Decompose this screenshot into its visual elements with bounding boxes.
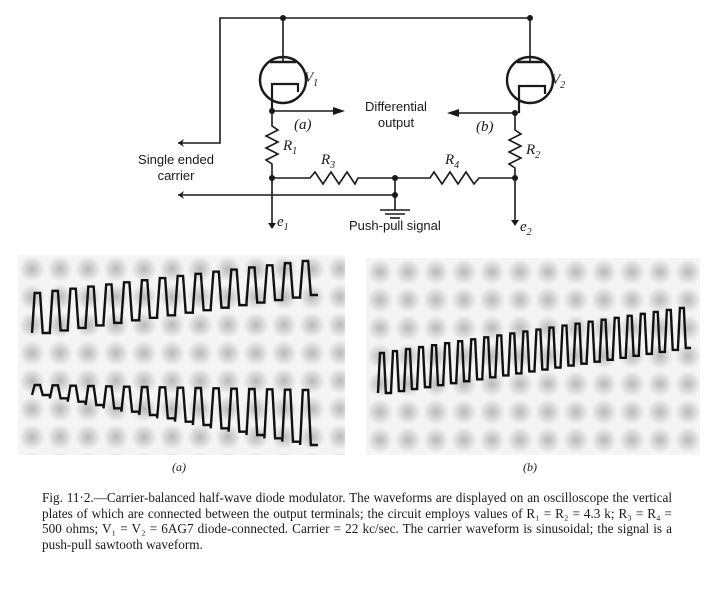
label-r1: R1 — [283, 138, 297, 157]
label-r3-sub: 3 — [330, 160, 336, 171]
label-e2-text: e — [520, 219, 527, 235]
label-e2: e2 — [520, 219, 532, 238]
label-r3-text: R — [321, 152, 331, 168]
label-r4-sub: 4 — [454, 160, 460, 171]
label-v2-text: V — [551, 72, 561, 88]
label-v1-sub: 1 — [313, 78, 319, 89]
oscillogram-b — [366, 258, 700, 455]
label-v2-sub: 2 — [560, 80, 566, 91]
label-e2-sub: 2 — [526, 227, 532, 238]
label-r2: R2 — [526, 142, 540, 161]
trace-a-top — [30, 259, 318, 335]
push-pull-label: Push-pull signal — [349, 218, 441, 233]
carrier-line2: carrier — [157, 168, 195, 183]
trace-b — [376, 306, 691, 395]
label-r4: R4 — [445, 152, 459, 171]
label-r1-text: R — [283, 138, 293, 154]
label-v1: V1 — [304, 70, 318, 89]
circuit-diagram — [178, 15, 555, 229]
waveform-b — [376, 306, 691, 395]
diff-line1: Differential — [365, 99, 427, 114]
label-r1-sub: 1 — [292, 146, 298, 157]
label-r2-text: R — [526, 142, 536, 158]
oscillogram-a — [18, 255, 345, 455]
carrier-line1: Single ended — [138, 152, 214, 167]
tube-v1 — [258, 55, 308, 105]
label-r3: R3 — [321, 152, 335, 171]
photo-b-label: (b) — [523, 460, 537, 474]
label-e1-sub: 1 — [283, 222, 289, 233]
trace-a-bottom — [30, 383, 318, 447]
label-e1: e1 — [277, 214, 289, 233]
label-v2: V2 — [551, 72, 565, 91]
label-v1-text: V — [304, 70, 314, 86]
label-b: (b) — [476, 119, 494, 135]
label-a: (a) — [294, 117, 312, 133]
diff-line2: output — [377, 115, 415, 130]
tube-v2 — [505, 55, 555, 105]
label-r2-sub: 2 — [535, 150, 541, 161]
photo-a-label: (a) — [172, 460, 186, 474]
figure-caption: Fig. 11·2.—Carrier-balanced half-wave di… — [42, 490, 672, 552]
label-r4-text: R — [445, 152, 455, 168]
label-e1-text: e — [277, 214, 284, 230]
waveform-a — [30, 259, 318, 447]
